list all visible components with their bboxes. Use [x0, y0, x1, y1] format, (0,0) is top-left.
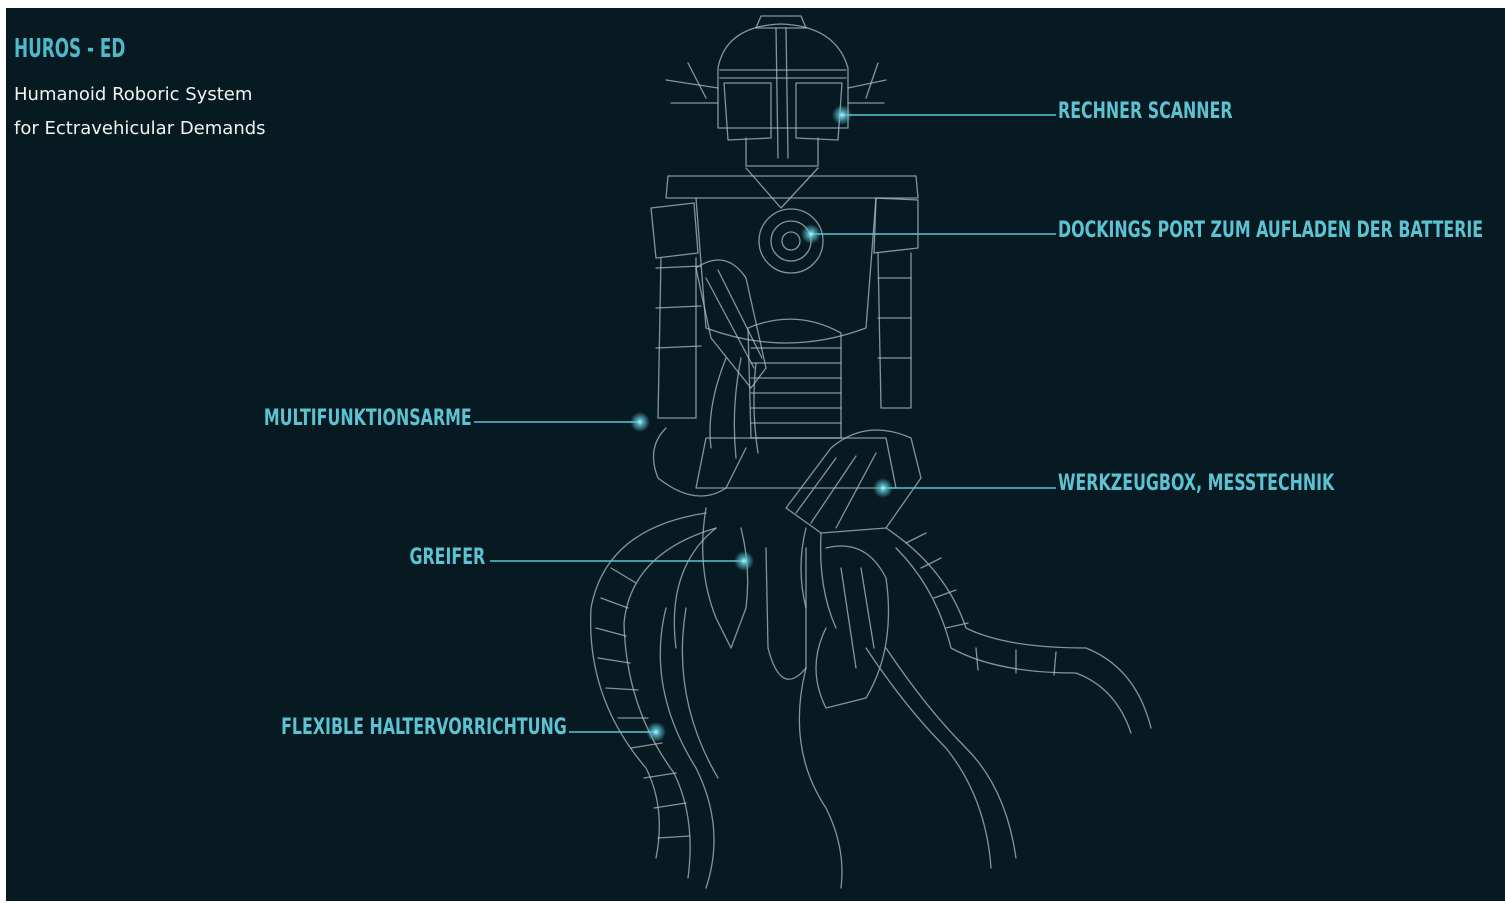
robot-grippers: [674, 508, 888, 708]
anchor-docking: [801, 224, 821, 244]
anchor-multi: [630, 412, 650, 432]
label-docking-port: DOCKINGS PORT ZUM AUFLADEN DER BATTERIE: [1058, 218, 1483, 243]
anchor-rechner: [832, 105, 852, 125]
robot-tentacles: [591, 513, 1151, 888]
label-greifer: GREIFER: [409, 545, 485, 570]
label-multifunktionsarme: MULTIFUNKTIONSARME: [264, 406, 472, 431]
anchor-werkzeug: [873, 478, 893, 498]
anchor-greifer: [734, 551, 754, 571]
robot-head: [666, 16, 886, 166]
label-werkzeugbox: WERKZEUGBOX, MESSTECHNIK: [1058, 471, 1334, 496]
diagram-canvas: HUROS - ED Humanoid Roboric System for E…: [6, 8, 1505, 901]
label-flexible-haltervorrichtung: FLEXIBLE HALTERVORRICHTUNG: [281, 715, 567, 740]
anchor-flexible: [646, 722, 666, 742]
label-rechner-scanner: RECHNER SCANNER: [1058, 99, 1233, 124]
robot-sketch: [6, 8, 1505, 901]
robot-torso: [666, 168, 918, 488]
